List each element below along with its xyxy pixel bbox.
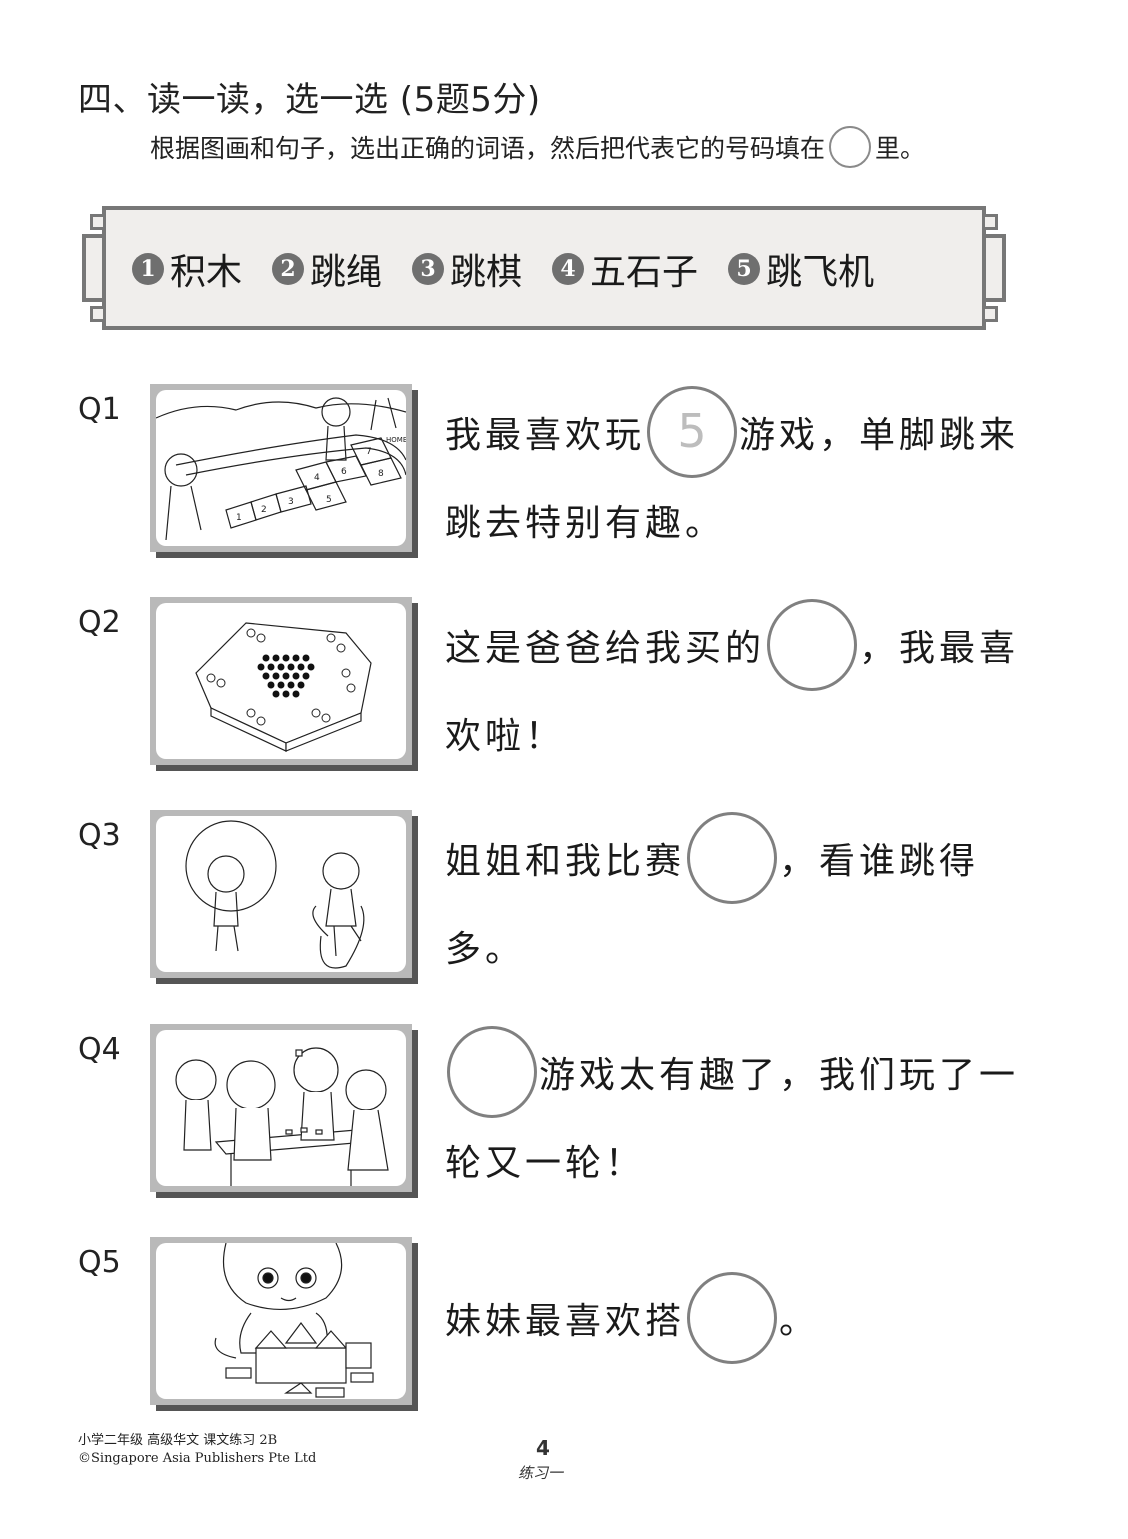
instruction-text-end: 里。 (875, 134, 926, 163)
frame-corner-ornament (982, 214, 998, 230)
number-badge: 5 (728, 253, 761, 285)
sentence-end: 游戏太有趣了，我们玩了一轮又一轮！ (445, 1055, 1020, 1184)
word-bank-items: 1 积木 2 跳绳 3 跳棋 4 五石子 5 跳飞机 (128, 238, 960, 300)
svg-text:6: 6 (341, 467, 347, 477)
word-label: 跳飞机 (766, 252, 875, 293)
page-number: 4 (536, 1436, 550, 1460)
five-stones-illustration (175, 1047, 389, 1186)
copyright: ©Singapore Asia Publishers Pte Ltd (78, 1451, 317, 1466)
number-badge: 1 (132, 253, 164, 285)
word-option-4: 4 五石子 (552, 243, 698, 295)
question-picture (150, 597, 412, 765)
number-badge: 3 (412, 253, 445, 285)
number-badge: 2 (272, 253, 305, 285)
skipping-rope-illustration (185, 820, 365, 969)
hopscotch-illustration: 1 2 3 4 5 6 7 8 HOME (156, 397, 406, 541)
svg-text:4: 4 (314, 473, 320, 483)
question-picture (150, 1237, 412, 1405)
answer-circle[interactable] (447, 1026, 537, 1118)
svg-text:HOME: HOME (386, 436, 406, 444)
question-sentence: 妹妹最喜欢搭 。 (445, 1272, 1025, 1370)
footer-credits: 小学二年级 高级华文 课文练习 2B ©Singapore Asia Publi… (78, 1432, 316, 1468)
sentence-end: 游戏，单脚跳来跳去特别有趣。 (445, 415, 1020, 544)
question-sentence: 这是爸爸给我买的，我最喜欢啦！ (445, 599, 1025, 777)
sentence-start: 我最喜欢玩 (445, 415, 646, 456)
word-bank-frame (102, 206, 986, 330)
building-blocks-illustration (214, 1243, 374, 1398)
answer-circle[interactable] (767, 599, 858, 691)
word-option-3: 3 跳棋 (412, 243, 522, 295)
question-picture (150, 1024, 412, 1192)
sentence-start: 这是爸爸给我买的 (445, 628, 766, 669)
instruction-text: 根据图画和句子，选出正确的词语，然后把代表它的号码填在 (150, 134, 826, 163)
question-picture (150, 810, 412, 978)
svg-text:3: 3 (288, 497, 294, 507)
question-label: Q5 (78, 1245, 121, 1280)
word-label: 跳绳 (310, 252, 383, 293)
book-title: 小学二年级 高级华文 课文练习 2B (78, 1433, 278, 1448)
question-label: Q2 (78, 605, 121, 640)
frame-corner-ornament (90, 214, 106, 230)
svg-text:5: 5 (326, 495, 332, 505)
word-option-1: 1 积木 (132, 243, 242, 295)
exercise-label: 练习一 (518, 1464, 564, 1482)
question-label: Q4 (78, 1032, 121, 1067)
sentence-end: ，看谁跳得多。 (445, 841, 980, 970)
sentence-start: 姐姐和我比赛 (445, 841, 686, 882)
sentence-end: ，我最喜欢啦！ (445, 628, 1020, 757)
sentence-end: 。 (779, 1301, 820, 1342)
answer-circle[interactable] (687, 812, 778, 904)
svg-text:1: 1 (236, 513, 242, 523)
word-label: 积木 (170, 252, 243, 293)
sentence-start: 妹妹最喜欢搭 (445, 1301, 686, 1342)
svg-text:8: 8 (378, 469, 384, 479)
circle-icon (829, 126, 872, 168)
question-picture: 1 2 3 4 5 6 7 8 HOME (150, 384, 412, 552)
answer-circle[interactable]: 5 (647, 386, 738, 478)
question-sentence: 姐姐和我比赛，看谁跳得多。 (445, 812, 1025, 990)
answer-circle[interactable] (687, 1272, 778, 1364)
question-sentence: 游戏太有趣了，我们玩了一轮又一轮！ (445, 1026, 1025, 1204)
svg-text:7: 7 (366, 447, 372, 457)
frame-corner-ornament (982, 306, 998, 322)
word-option-5: 5 跳飞机 (728, 243, 874, 295)
number-badge: 4 (552, 253, 585, 285)
word-bank: 1 积木 2 跳绳 3 跳棋 4 五石子 5 跳飞机 (82, 200, 1006, 336)
svg-text:2: 2 (261, 505, 267, 515)
word-option-2: 2 跳绳 (272, 243, 382, 295)
chinese-checkers-illustration (195, 622, 372, 752)
section-title: 四、读一读，选一选 (5题5分) (78, 80, 541, 120)
instruction: 根据图画和句子，选出正确的词语，然后把代表它的号码填在 里。 (150, 126, 925, 168)
word-label: 五石子 (590, 252, 699, 293)
question-label: Q1 (78, 392, 121, 427)
question-label: Q3 (78, 818, 121, 853)
frame-corner-ornament (90, 306, 106, 322)
word-label: 跳棋 (450, 252, 523, 293)
